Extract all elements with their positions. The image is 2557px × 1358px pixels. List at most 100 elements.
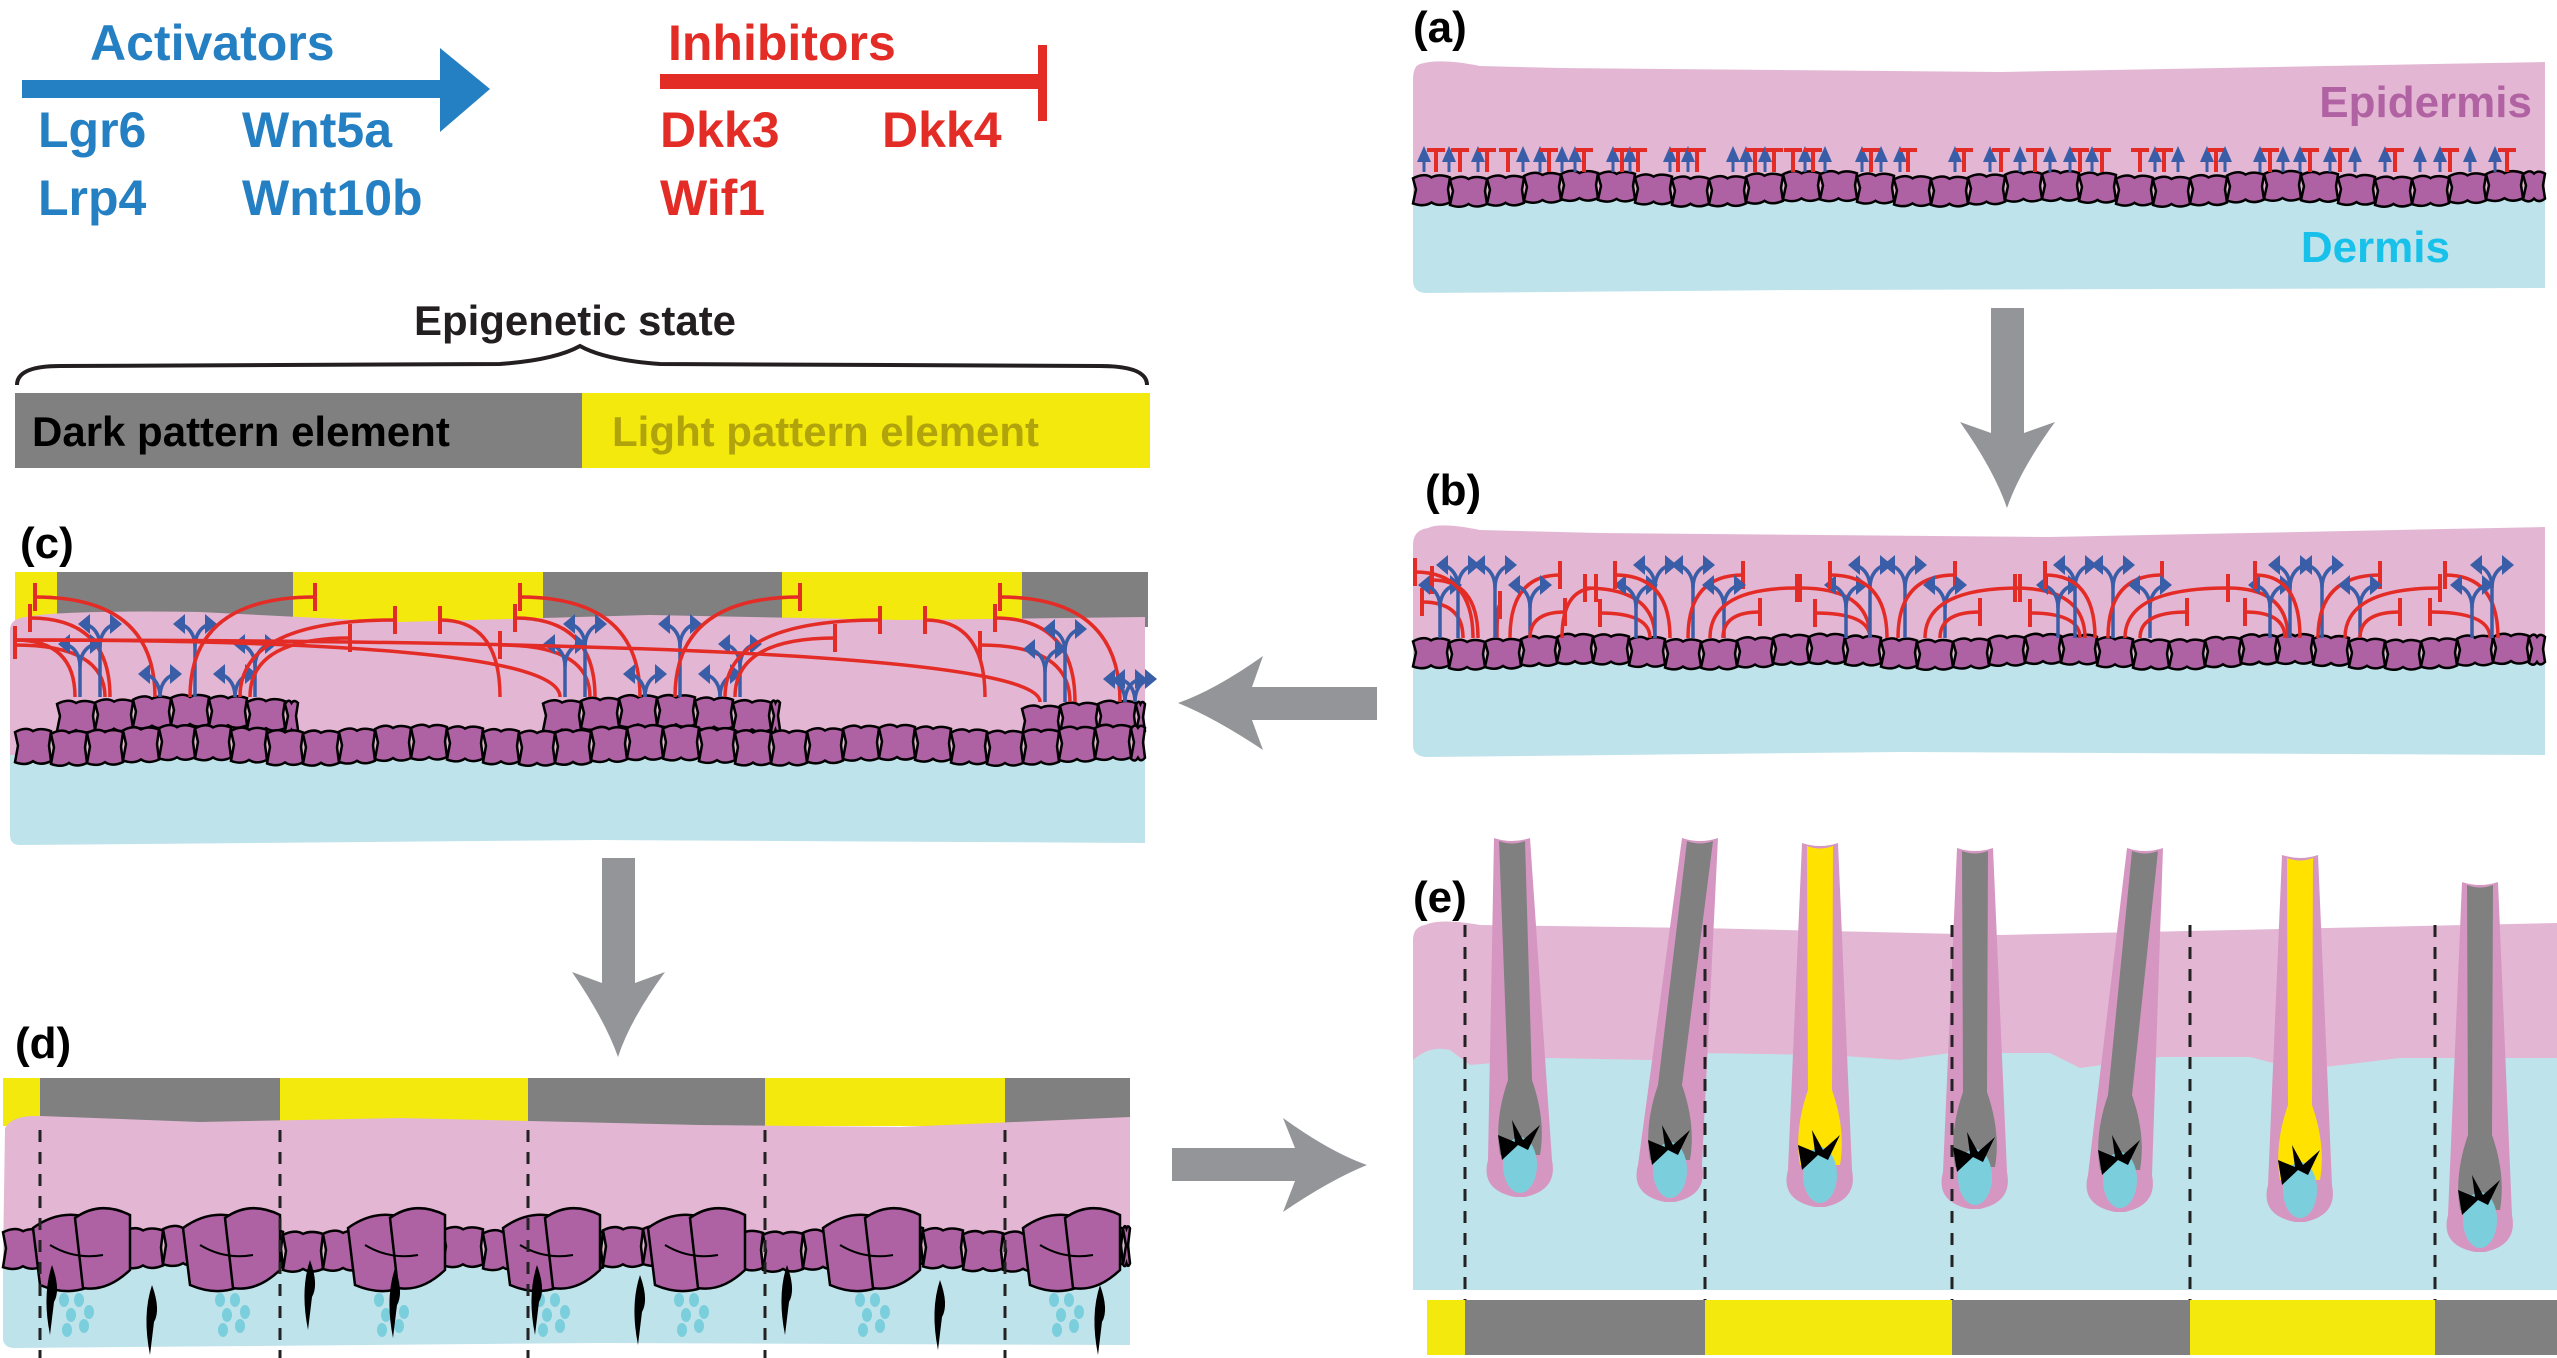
activator-signal-icon	[655, 664, 667, 684]
dermal-condensate-cell	[560, 1305, 570, 1319]
fibroblast-cell	[1094, 1285, 1106, 1355]
basal-cell	[2447, 171, 2488, 205]
activator-signal-icon	[2148, 146, 2162, 162]
dermis-label: Dermis	[2301, 223, 2450, 272]
activator-signal-icon	[110, 614, 122, 634]
activator-signal-icon	[205, 614, 217, 634]
activator-signal-icon	[1893, 146, 1907, 162]
melanocyte-cluster	[1498, 1120, 1540, 1160]
panel-c: (c)	[10, 519, 1157, 845]
light-pattern-segment	[782, 572, 1022, 627]
basal-cell	[445, 725, 485, 763]
basal-cell	[1735, 636, 1775, 669]
dermal-condensate-cell	[870, 1293, 880, 1307]
dermal-condensate-cell	[394, 1319, 404, 1333]
basal-cell	[1670, 175, 1711, 208]
melanocyte-cluster	[1798, 1130, 1840, 1170]
dermal-condensate-cell	[855, 1293, 865, 1307]
gene-label: Wnt5a	[242, 102, 393, 158]
light-pattern-swatch	[582, 393, 1150, 468]
activator-signal-icon	[1633, 555, 1645, 575]
basal-cell	[283, 699, 300, 734]
basal-cell	[733, 729, 773, 767]
light-pattern-segment	[280, 1078, 528, 1126]
dermal-condensate-cell	[74, 1293, 84, 1307]
basal-cell	[1559, 169, 1600, 203]
inhibitor-signal-icon	[2254, 573, 2302, 639]
hair-follicle	[1486, 838, 1553, 1197]
activator-signal-icon	[2218, 146, 2232, 162]
dermal-condensate-cell	[374, 1293, 384, 1307]
basal-cell	[2527, 633, 2547, 666]
placode-cell	[1063, 1207, 1122, 1290]
flow-arrow-down-icon	[572, 858, 665, 1057]
basal-cell	[601, 1225, 645, 1269]
basal-cell	[949, 728, 989, 766]
basal-cell	[131, 695, 173, 730]
inhibitor-signal-icon	[994, 616, 1077, 703]
activator-signal-icon	[1883, 555, 1895, 575]
basal-cell	[625, 723, 665, 762]
basal-cell	[2419, 637, 2459, 670]
basal-cell	[1771, 633, 1811, 666]
basal-cell	[2188, 173, 2229, 207]
basal-cell	[1591, 633, 1631, 666]
basal-cell	[731, 698, 773, 734]
panel-b: (b)	[1411, 466, 2547, 757]
panel-d: (d)	[1, 1019, 1132, 1358]
basal-cell	[985, 729, 1025, 767]
dermal-condensates	[46, 1260, 1106, 1355]
dermal-condensate-cell	[235, 1319, 245, 1333]
activator-signal-icon	[2300, 555, 2312, 575]
basal-cell	[1818, 169, 1859, 203]
basal-cell	[193, 723, 233, 762]
activator-signal-icon	[575, 634, 587, 654]
basal-cell-row	[13, 693, 1147, 767]
activator-signal-icon	[173, 614, 185, 634]
basal-cell	[2131, 638, 2171, 671]
hair-follicle	[2086, 848, 2163, 1212]
fibroblast-cell	[934, 1280, 946, 1350]
hair-follicle	[1786, 843, 1853, 1207]
hair-follicle	[2266, 855, 2333, 1222]
basal-cell	[2491, 632, 2531, 666]
activator-signal-icon	[2253, 146, 2267, 162]
basal-cell	[2299, 170, 2340, 204]
inhibitor-signal-icon	[1528, 610, 1566, 639]
basal-cell	[1057, 725, 1097, 763]
basal-cell	[2167, 638, 2207, 671]
panel-e: (e)	[1413, 838, 2557, 1355]
basal-cell	[1411, 173, 1452, 207]
activator-signal-icon	[1855, 146, 1869, 162]
inhibitor-signal-icon	[248, 636, 351, 698]
dermal-condensate-cell	[699, 1305, 709, 1319]
basal-cell	[441, 1225, 485, 1269]
basal-cell	[2410, 174, 2451, 208]
inhibitor-signal-icon	[2138, 610, 2188, 639]
activators-legend: Activators Lgr6 Wnt5a Lrp4 Wnt10b	[22, 15, 490, 226]
inhibitor-signal-icon	[1721, 610, 1761, 639]
dark-hair-shaft	[1953, 851, 1997, 1167]
basal-cell	[769, 729, 809, 767]
light-pattern-label: Light pattern element	[612, 408, 1039, 455]
gene-label: Dkk4	[882, 102, 1002, 158]
inhibitor-signal-icon	[238, 618, 396, 698]
brace-icon	[15, 343, 1149, 386]
epigenetic-title: Epigenetic state	[414, 297, 736, 344]
activator-signal-icon	[2502, 555, 2514, 575]
dark-pattern-label: Dark pattern element	[32, 408, 450, 455]
activator-signal-icon	[623, 664, 635, 684]
cell-boundary	[664, 1244, 719, 1258]
boundary-lines	[38, 1130, 1007, 1358]
basal-cell	[1447, 638, 1487, 671]
inhibitor-signal-icon	[439, 618, 502, 698]
inhibitor-signal-icon	[2014, 586, 2087, 639]
signal-markers	[1417, 146, 2516, 172]
activator-signal-icon	[1702, 575, 1714, 595]
dermal-condensate-cell	[880, 1305, 890, 1319]
flow-arrow-down-icon	[1960, 308, 2055, 508]
cell-boundary	[519, 1244, 574, 1258]
basal-cell	[2347, 637, 2387, 670]
basal-cell	[2095, 635, 2135, 669]
